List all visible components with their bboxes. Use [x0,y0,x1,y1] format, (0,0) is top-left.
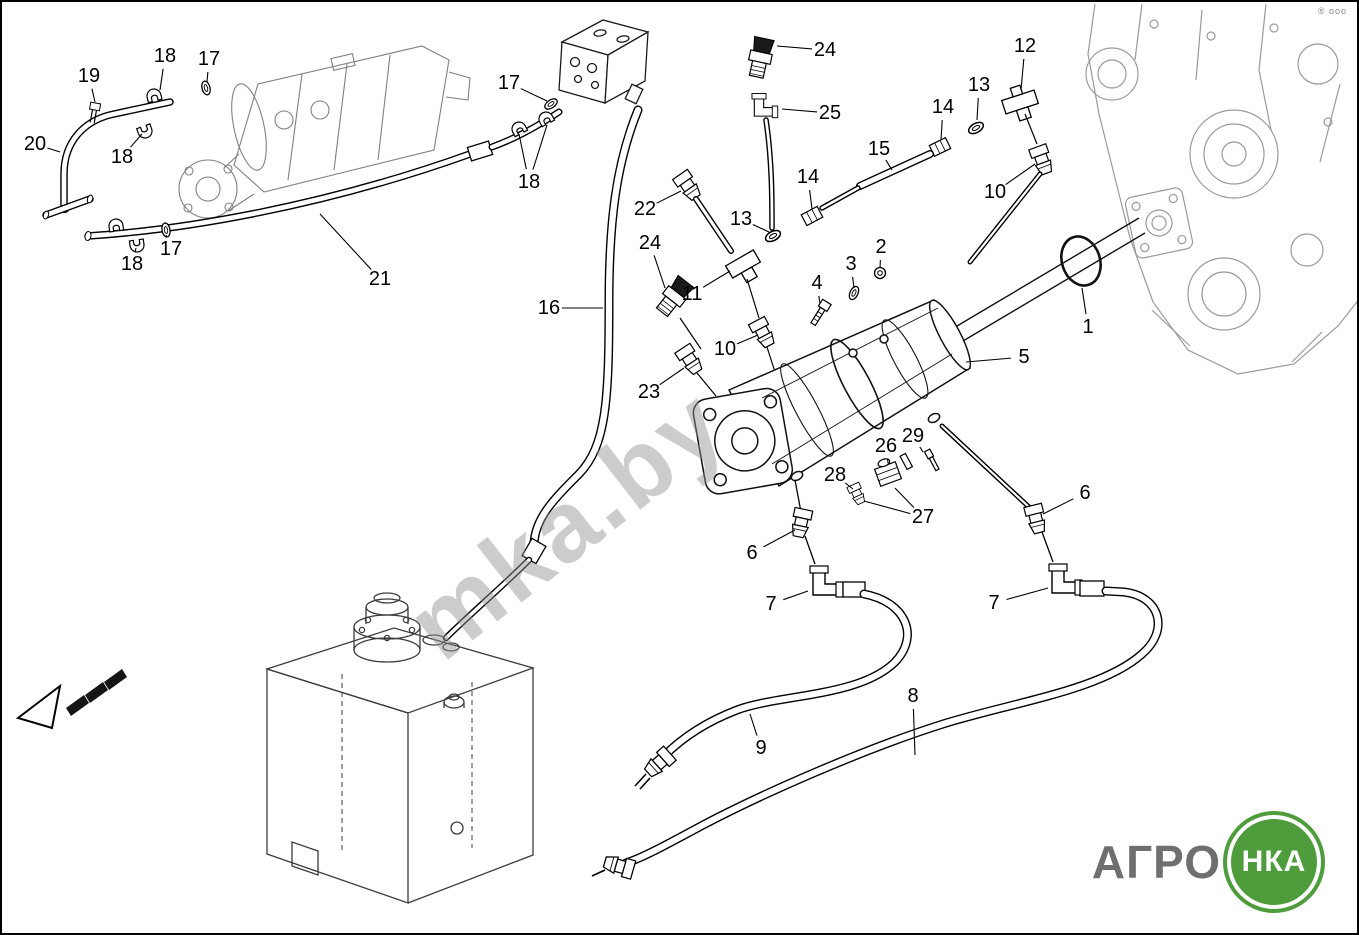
input-shaft-and-oring [956,217,1146,342]
bolt-icon [810,298,832,327]
brand-logo-circle: НКА [1231,819,1317,905]
breather-cap [443,693,465,709]
relief-valve-parts [846,448,940,507]
direction-arrow-icon [15,669,127,730]
brand-logo: АГРО НКА [1092,819,1317,905]
hydraulic-tank [264,592,536,904]
fitting-chain-top [762,84,1056,265]
tandem-pump [692,299,972,495]
front-pump-assembly [178,45,471,219]
pump-port-fittings [652,168,887,397]
pin-icon [899,452,914,471]
corner-mark: ® ooo [1317,6,1347,16]
tee-fitting-icon [724,249,762,284]
gearbox-housing [1085,3,1357,375]
bolt-icon [923,448,940,472]
o-ring-icon [1060,235,1102,287]
brand-logo-circle-text: НКА [1241,845,1307,878]
case-drain-fittings [788,423,1105,598]
hose-nut-icon [842,581,866,598]
suction-pipes [42,79,563,254]
hoses [442,105,1163,880]
tee-fitting-icon [1000,84,1040,122]
filter-assembly [353,592,460,663]
pressure-sensor-top [744,35,779,231]
valve-block [558,19,650,105]
valve-body-icon [873,458,903,487]
brand-logo-text: АГРО [1091,836,1221,888]
clamp-bolt-icon [88,101,102,124]
